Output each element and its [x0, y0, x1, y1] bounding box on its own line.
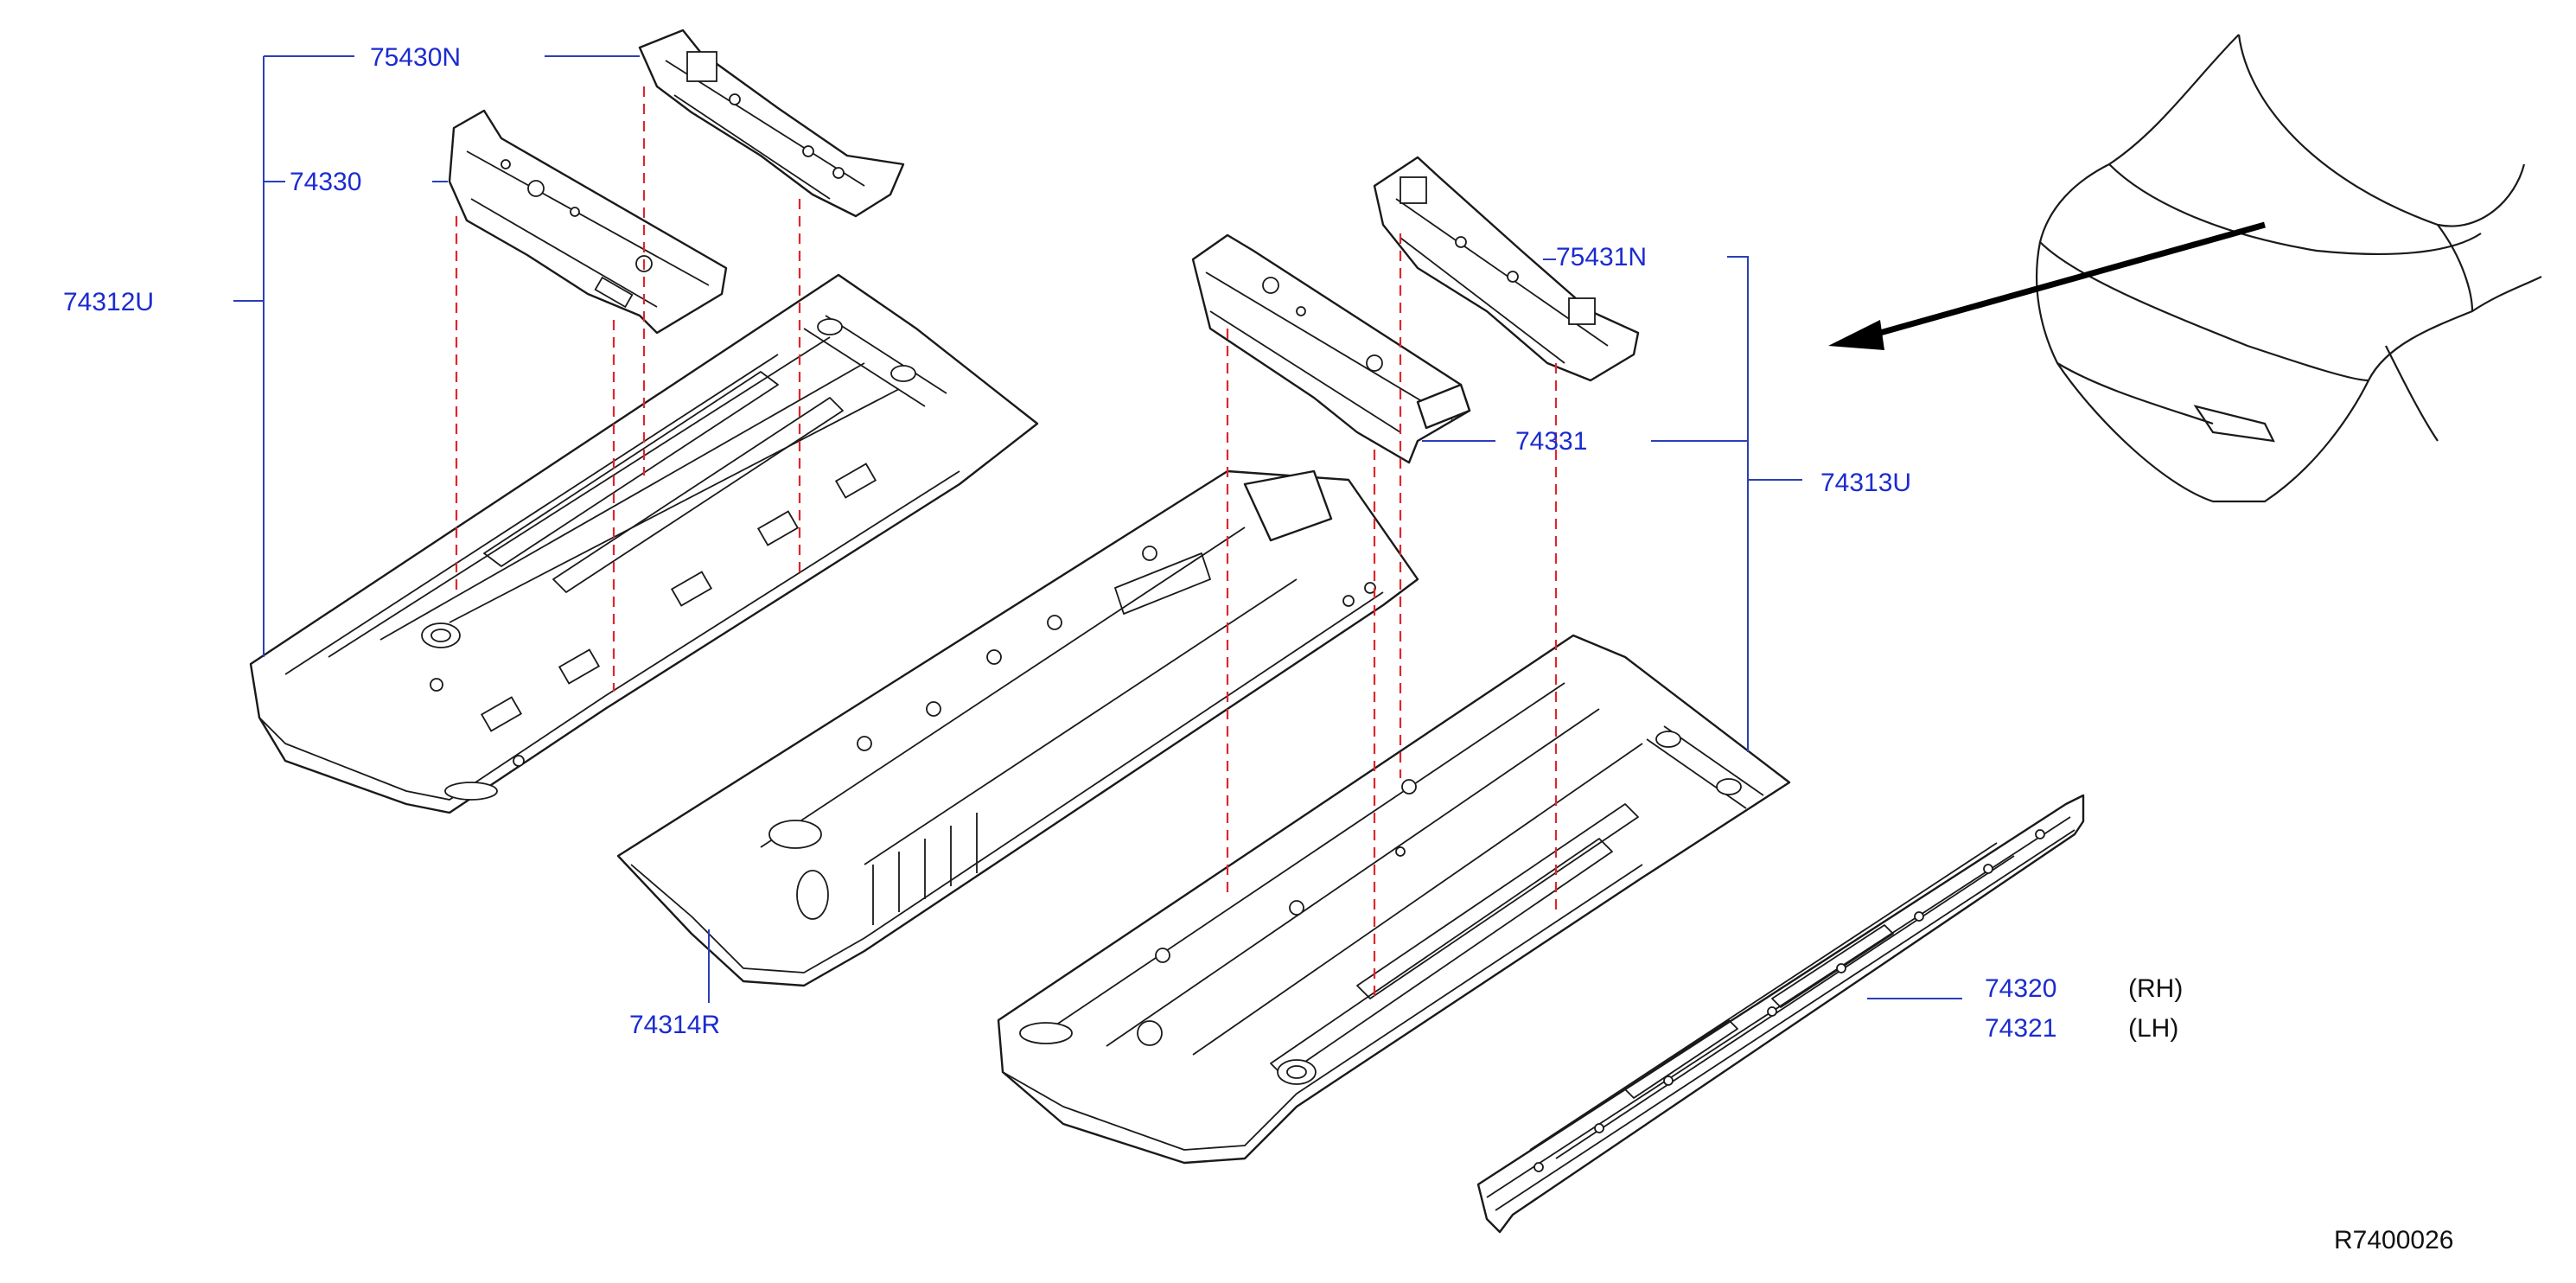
leader-lines	[233, 55, 1962, 1003]
label-74330[interactable]: 74330	[290, 168, 362, 196]
side-lh-label: (LH)	[2128, 1014, 2179, 1043]
right-floor-panel	[997, 634, 1791, 1165]
side-rh-label: (RH)	[2128, 974, 2184, 1003]
label-74314R[interactable]: 74314R	[629, 1011, 721, 1039]
member-75430N	[638, 29, 905, 218]
forward-arrow-icon	[1828, 221, 2266, 350]
label-75430N[interactable]: 75430N	[370, 43, 462, 72]
label-74313U[interactable]: 74313U	[1820, 469, 1912, 497]
member-75431N	[1373, 156, 1640, 382]
alignment-lines	[455, 86, 1558, 1003]
label-75431N[interactable]: 75431N	[1556, 243, 1648, 271]
left-floor-panel	[249, 273, 1039, 814]
label-74320[interactable]: 74320	[1985, 974, 2057, 1003]
label-74321[interactable]: 74321	[1985, 1014, 2057, 1043]
member-74330	[448, 109, 728, 335]
side-sill	[1476, 794, 2085, 1234]
label-74312U[interactable]: 74312U	[63, 288, 155, 316]
label-74331[interactable]: 74331	[1515, 427, 1588, 456]
diagram-code: R7400026	[2334, 1226, 2454, 1254]
center-tunnel	[616, 469, 1419, 987]
vehicle-orientation-sketch	[2036, 34, 2542, 503]
member-74331	[1191, 233, 1471, 464]
